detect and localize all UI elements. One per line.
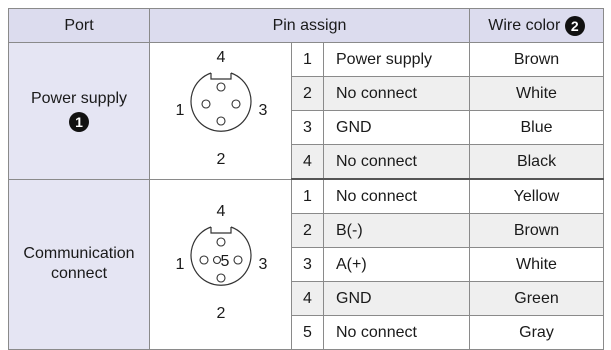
pin-label-center: 5 (220, 253, 229, 270)
pin-function: No connect (323, 315, 470, 350)
pin-function: No connect (323, 144, 470, 180)
pin-assignment-table: Port Pin assign Wire color 2 Power suppl… (8, 8, 604, 350)
connector-4pin-icon: 4 2 1 3 (175, 49, 267, 168)
pin-number: 5 (291, 315, 324, 350)
table-row: 3 GND Blue (9, 110, 604, 145)
header-wire-color: Wire color 2 (469, 8, 604, 43)
header-port: Port (8, 8, 150, 43)
pin-label-left: 1 (175, 102, 184, 119)
pin-function: Power supply (323, 42, 470, 77)
pin-function: No connect (323, 178, 470, 214)
wire-color: Yellow (469, 178, 604, 214)
connector-diagram-4pin: 4 2 1 3 (149, 42, 292, 180)
pin-label-bottom: 2 (216, 151, 225, 168)
port-label: Power supply (30, 90, 128, 108)
pin-number: 2 (291, 213, 324, 248)
wire-color: Gray (469, 315, 604, 350)
wire-color: White (469, 76, 604, 111)
header-pin-assign: Pin assign (149, 8, 470, 43)
pin-label-right: 3 (258, 256, 267, 273)
port-label-line1: Communication (23, 245, 135, 263)
connector-5pin-icon: 4 2 1 3 5 (175, 203, 267, 322)
pin-number: 3 (291, 247, 324, 282)
wire-color: White (469, 247, 604, 282)
table-row: 2 B(-) Brown (9, 213, 604, 248)
pin-label-left: 1 (175, 256, 184, 273)
pin-label-top: 4 (216, 49, 225, 66)
wire-color: Blue (469, 110, 604, 145)
pin-function: A(+) (323, 247, 470, 282)
connector-diagram-5pin: 4 2 1 3 5 (149, 178, 292, 350)
table-row: Communication connect 4 2 1 3 5 (8, 178, 604, 350)
pin-function: GND (323, 110, 470, 145)
pin-function: B(-) (323, 213, 470, 248)
pin-number: 4 (291, 144, 324, 180)
pin-number: 3 (291, 110, 324, 145)
pin-function: No connect (323, 76, 470, 111)
table-row: 2 No connect White (9, 76, 604, 111)
pin-label-right: 3 (258, 102, 267, 119)
wire-color: Brown (469, 42, 604, 77)
table-row: Power supply 1 4 2 1 3 1 Power supp (8, 42, 604, 180)
power-supply-badge: 1 (69, 112, 89, 133)
wire-color-badge: 2 (564, 15, 585, 36)
header-row: Port Pin assign Wire color 2 (8, 8, 604, 43)
pin-number: 1 (291, 42, 324, 77)
pin-number: 1 (291, 178, 324, 214)
table-row: 4 GND Green (9, 281, 604, 316)
port-cell-power: Power supply 1 (8, 42, 150, 180)
pin-label-top: 4 (216, 203, 225, 220)
pin-number: 2 (291, 76, 324, 111)
wire-color: Black (469, 144, 604, 180)
table-row: 5 No connect Gray (9, 315, 604, 350)
port-label-line2: connect (50, 265, 108, 283)
pin-function: GND (323, 281, 470, 316)
table-row: 4 No connect Black (9, 144, 604, 180)
wire-color: Green (469, 281, 604, 316)
header-wire-color-label: Wire color (488, 16, 561, 34)
port-cell-communication: Communication connect (8, 178, 150, 350)
wire-color: Brown (469, 213, 604, 248)
pin-number: 4 (291, 281, 324, 316)
pin-label-bottom: 2 (216, 305, 225, 322)
